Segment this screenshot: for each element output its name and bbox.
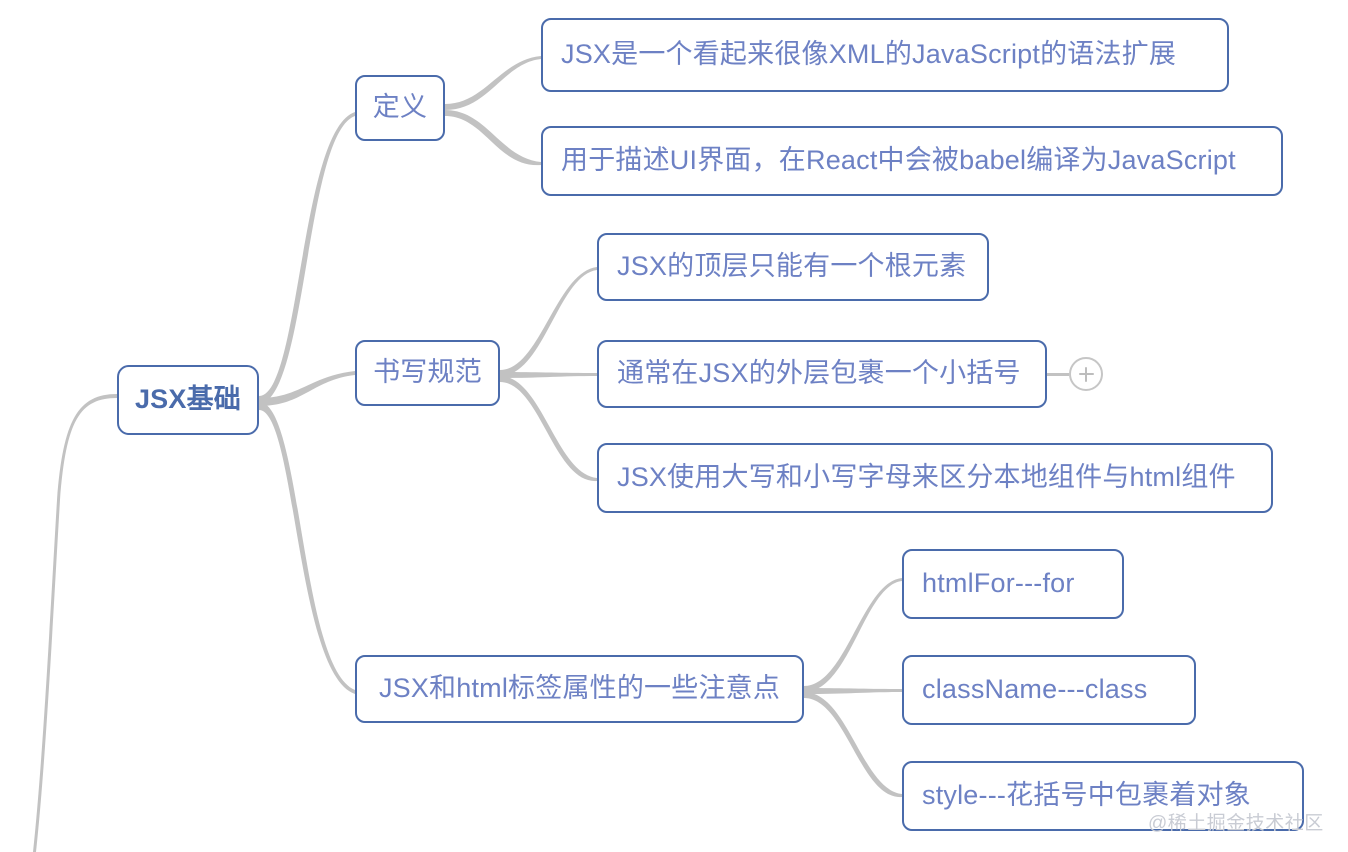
mindmap-leaf-node[interactable]: htmlFor---for [902, 549, 1124, 619]
branch-node-label: 书写规范 [373, 357, 482, 388]
root-node-label: JSX基础 [134, 384, 242, 415]
leaf-node-label: JSX是一个看起来很像XML的JavaScript的语法扩展 [561, 39, 1177, 70]
mindmap-leaf-node[interactable]: 用于描述UI界面，在React中会被babel编译为JavaScript [541, 126, 1283, 196]
branch-node-label: 定义 [372, 92, 428, 123]
mindmap-branch-node-definition[interactable]: 定义 [355, 75, 445, 141]
leaf-node-label: 用于描述UI界面，在React中会被babel编译为JavaScript [561, 145, 1236, 176]
mindmap-leaf-node[interactable]: style---花括号中包裹着对象 [902, 761, 1304, 831]
watermark: @稀土掘金技术社区 [1148, 808, 1324, 835]
leaf-node-label: style---花括号中包裹着对象 [922, 780, 1251, 811]
plus-circle-icon-vertical [1084, 366, 1088, 382]
leaf-node-label: htmlFor---for [922, 568, 1075, 599]
mindmap-leaf-node[interactable]: JSX是一个看起来很像XML的JavaScript的语法扩展 [541, 18, 1229, 92]
branch-node-label: JSX和html标签属性的一些注意点 [378, 673, 781, 704]
watermark-label: @稀土掘金技术社区 [1148, 813, 1324, 834]
leaf-node-label: JSX的顶层只能有一个根元素 [617, 251, 967, 282]
mindmap-leaf-node[interactable]: JSX的顶层只能有一个根元素 [597, 233, 989, 301]
leaf-node-label: JSX使用大写和小写字母来区分本地组件与html组件 [617, 462, 1236, 493]
mindmap-leaf-node[interactable]: 通常在JSX的外层包裹一个小括号 [597, 340, 1047, 408]
mindmap-root-node[interactable]: JSX基础 [117, 365, 259, 435]
leaf-node-label: 通常在JSX的外层包裹一个小括号 [617, 358, 1021, 389]
leaf-node-label: className---class [922, 674, 1148, 705]
mindmap-leaf-node[interactable]: JSX使用大写和小写字母来区分本地组件与html组件 [597, 443, 1273, 513]
mindmap-branch-node-writing-rules[interactable]: 书写规范 [355, 340, 500, 406]
mindmap-leaf-node[interactable]: className---class [902, 655, 1196, 725]
expand-node-button[interactable] [1069, 357, 1103, 391]
mindmap-branch-node-html-attr-notes[interactable]: JSX和html标签属性的一些注意点 [355, 655, 804, 723]
